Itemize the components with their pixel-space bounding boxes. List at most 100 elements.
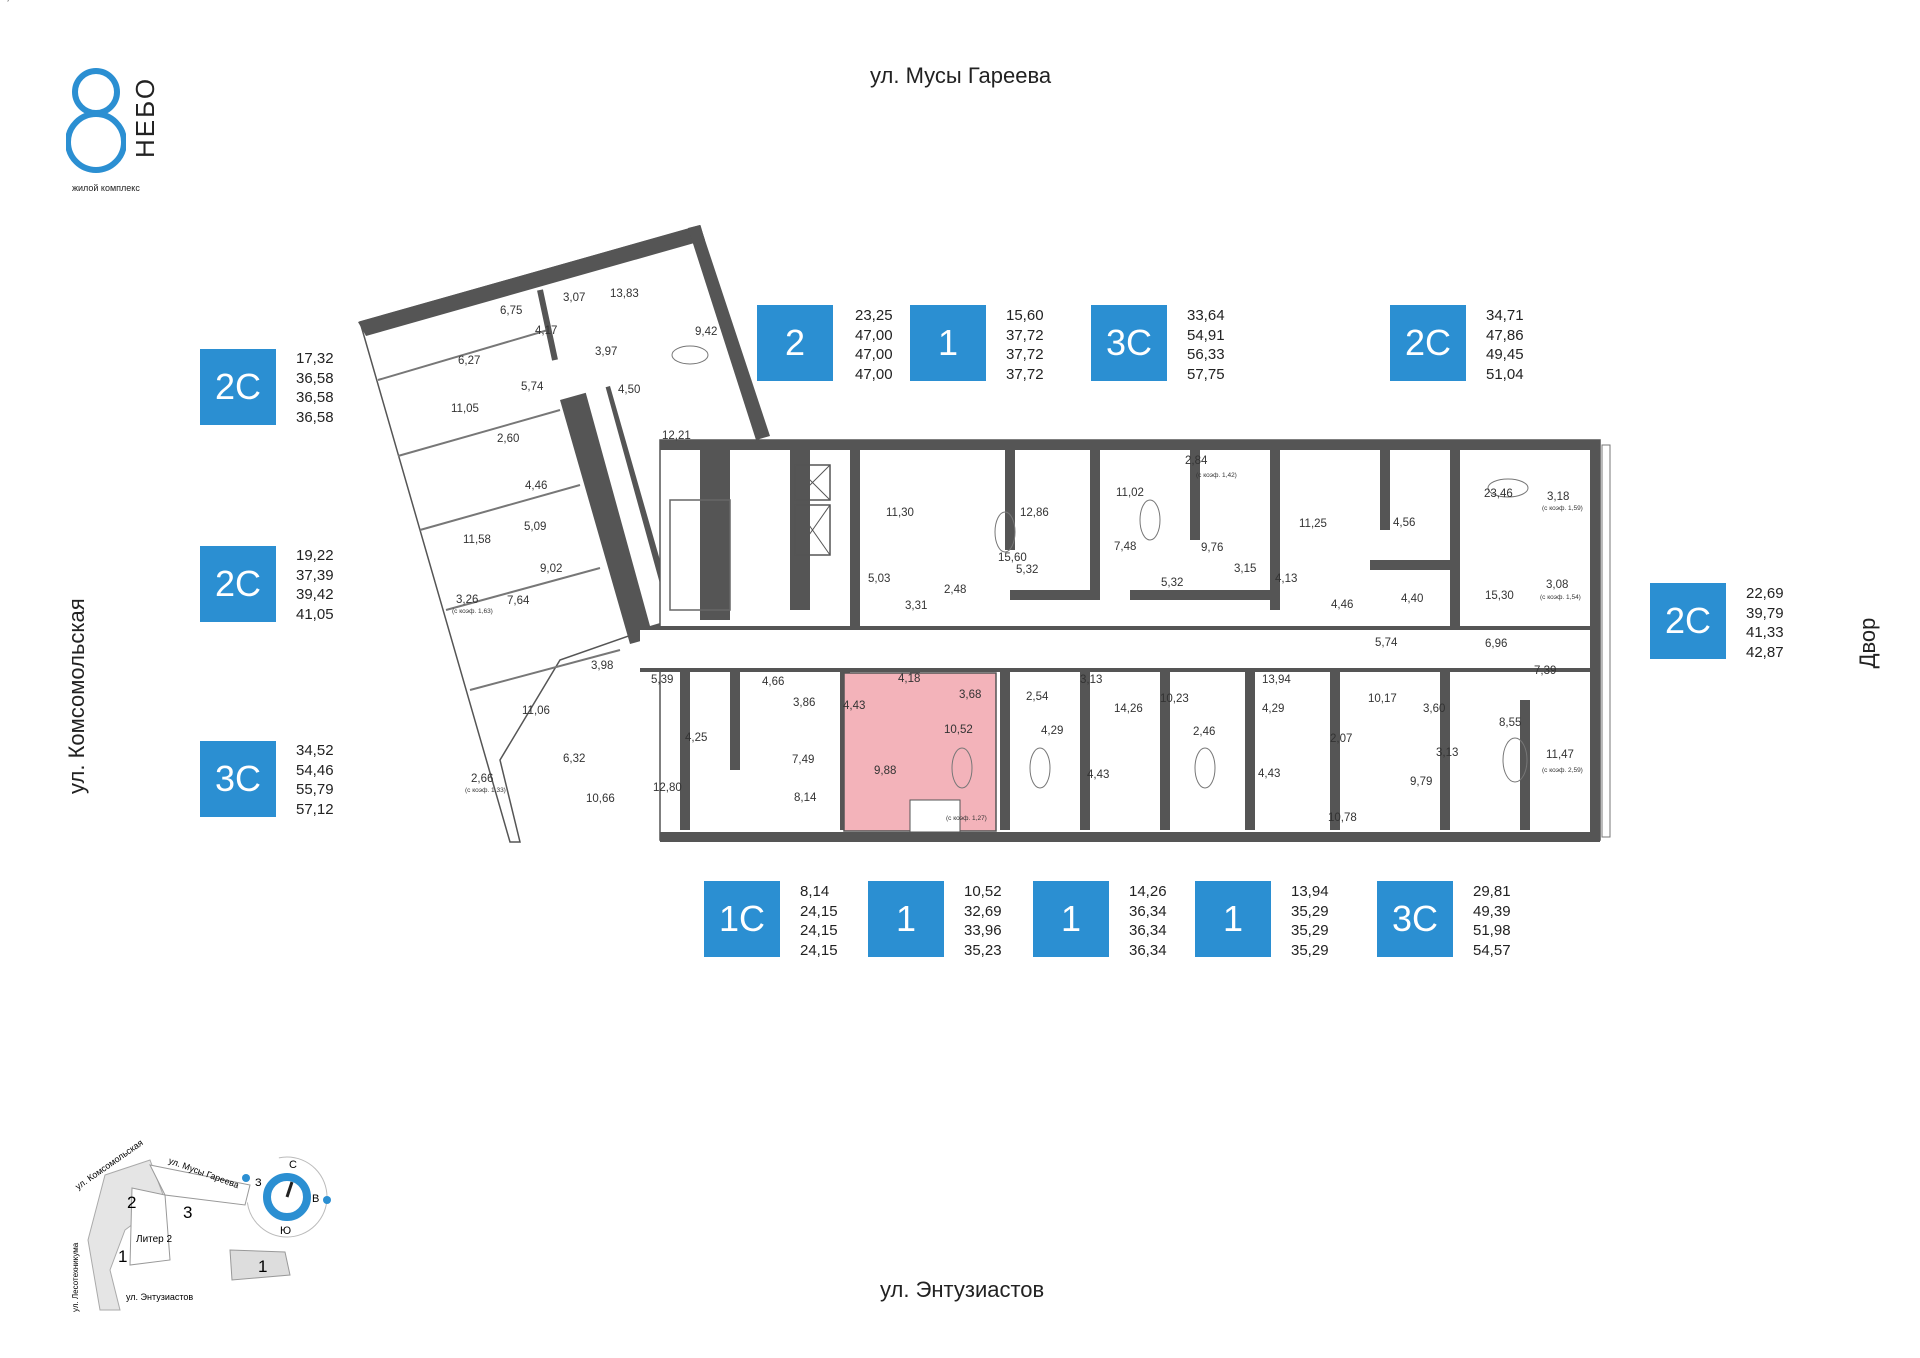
room-area-label: 10,52: [944, 724, 973, 736]
unit-badge[interactable]: 3С: [1377, 881, 1453, 957]
unit-badge[interactable]: 2С: [200, 546, 276, 622]
room-area-label: 5,39: [651, 674, 673, 686]
room-area-label: 11,05: [451, 403, 479, 415]
room-area-label: 11,58: [463, 534, 491, 546]
room-area-label: 11,02: [1116, 487, 1144, 499]
room-area-label: 11,06: [522, 705, 550, 717]
compass-north: С: [289, 1159, 297, 1171]
room-area-label: 6,96: [1485, 638, 1507, 650]
room-area-label: 14,26: [1114, 703, 1143, 715]
room-area-label: 6,32: [563, 753, 585, 765]
room-area-label: 3,13: [1080, 674, 1102, 686]
room-coefficient-note: (с коэф. 1,33): [465, 787, 506, 794]
room-area-label: 11,47: [1546, 749, 1574, 761]
room-area-label: 12,86: [1020, 507, 1049, 519]
compass-south: Ю: [280, 1225, 291, 1237]
logo-eight-icon: [66, 68, 126, 173]
room-area-label: 6,75: [500, 305, 522, 317]
room-area-label: 10,66: [586, 793, 615, 805]
unit-badge[interactable]: 1: [1195, 881, 1271, 957]
room-coefficient-note: (с коэф. 2,59): [1542, 767, 1583, 774]
compass-west: З: [255, 1177, 262, 1189]
compass-east: В: [312, 1193, 319, 1205]
room-area-label: 4,56: [1393, 517, 1415, 529]
room-area-label: 5,09: [524, 521, 546, 533]
room-area-label: 5,74: [1375, 637, 1398, 649]
room-area-label: 9,88: [874, 765, 896, 777]
west-wing: [358, 225, 770, 843]
unit-badge[interactable]: 3С: [1091, 305, 1167, 381]
room-area-label: 6,27: [458, 355, 480, 367]
room-area-label: 12,80: [653, 782, 682, 794]
room-area-label: 10,78: [1328, 812, 1357, 824]
room-area-label: 4,43: [843, 700, 865, 712]
room-area-label: 5,32: [1016, 564, 1038, 576]
room-area-label: 4,13: [1275, 573, 1297, 585]
room-area-label: 7,48: [1114, 541, 1136, 553]
room-area-label: 3,31: [905, 600, 927, 612]
room-area-label: 3,13: [1436, 747, 1458, 759]
room-area-label: 3,98: [591, 660, 613, 672]
street-top: ул. Мусы Гареева: [870, 63, 1052, 88]
room-area-label: 12,21: [662, 430, 691, 442]
room-area-label: 2,48: [944, 584, 966, 596]
keyplan-block-1a: 1: [118, 1247, 127, 1266]
room-area-label: 3,18: [1547, 491, 1569, 503]
keyplan-literal: Литер 2: [136, 1234, 173, 1245]
unit-badge[interactable]: 2С: [1650, 583, 1726, 659]
room-area-label: 2,07: [1330, 733, 1352, 745]
room-area-label: 4,46: [1331, 599, 1353, 611]
room-area-label: 4,66: [762, 676, 784, 688]
unit-badge[interactable]: 1: [910, 305, 986, 381]
room-area-label: 4,29: [1041, 725, 1063, 737]
keyplan-street-entuziastov: ул. Энтузиастов: [126, 1292, 193, 1302]
room-area-label: 2,60: [497, 433, 519, 445]
unit-badge[interactable]: 3С: [200, 741, 276, 817]
room-area-label: 5,32: [1161, 577, 1183, 589]
room-coefficient-note: (с коэф. 1,27): [946, 815, 987, 822]
room-area-label: 7,49: [792, 754, 814, 766]
room-area-label: 13,83: [610, 288, 639, 300]
room-coefficient-note: (с коэф. 1,59): [1542, 505, 1583, 512]
room-area-label: 15,60: [998, 552, 1027, 564]
keyplan-block-1b: 1: [258, 1257, 267, 1276]
unit-badge[interactable]: 2С: [200, 349, 276, 425]
keyplan: 2 3 1 1 Литер 2 ул. Комсомольская ул. Му…: [71, 1137, 331, 1312]
unit-badge[interactable]: 1: [868, 881, 944, 957]
room-area-label: 3,68: [959, 689, 981, 701]
room-coefficient-note: (с коэф. 1,63): [452, 608, 493, 615]
room-area-label: 4,40: [1401, 593, 1423, 605]
room-area-label: 11,25: [1299, 518, 1327, 530]
unit-badge[interactable]: 2: [757, 305, 833, 381]
room-area-label: 11,30: [886, 507, 914, 519]
unit-badge[interactable]: 1С: [704, 881, 780, 957]
unit-badge[interactable]: 1: [1033, 881, 1109, 957]
room-area-label: 4,46: [525, 480, 547, 492]
room-area-label: 4,43: [1258, 768, 1280, 780]
room-coefficient-note: (с коэф. 1,54): [1540, 594, 1581, 601]
room-area-label: 3,86: [793, 697, 815, 709]
unit-badge[interactable]: 2С: [1390, 305, 1466, 381]
room-area-label: 4,43: [1087, 769, 1109, 781]
keyplan-street-lesotekhnikuma: ул. Лесотехникума: [71, 1242, 80, 1312]
compass-icon: [263, 1173, 311, 1221]
room-area-label: 13,94: [1262, 674, 1291, 686]
room-area-label: 3,26: [456, 594, 478, 606]
main-block: [640, 345, 1611, 842]
room-area-label: 3,07: [563, 292, 585, 304]
room-area-label: 5,18: [0, 0, 22, 3]
